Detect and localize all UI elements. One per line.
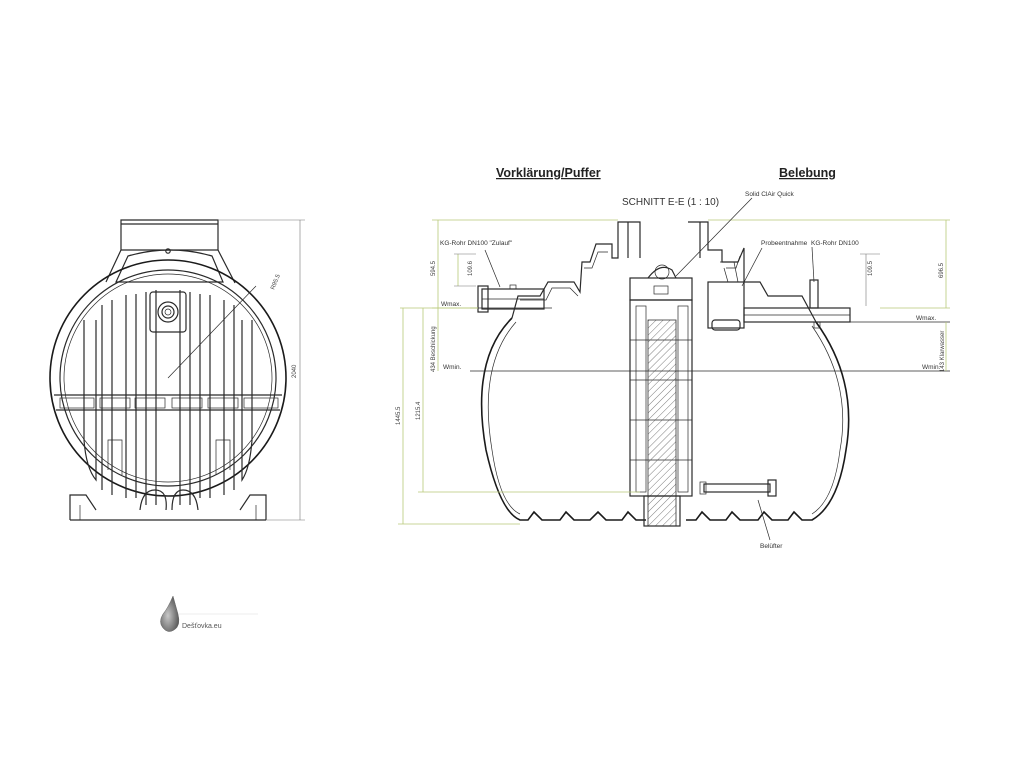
dim-left-small: 109.6 (468, 260, 474, 276)
logo-text: Dešťovka.eu (182, 623, 222, 630)
dim-right-top: 696.5 (939, 262, 945, 278)
section-title: SCHNITT E-E (1 : 10) (622, 197, 719, 208)
label-loading: 434 Beschickung (431, 326, 437, 372)
tank-outer-ring (49, 259, 287, 497)
tank-hull (480, 317, 850, 521)
label-inlet-pipe: KG-Rohr DN100 "Zulauf" (440, 240, 513, 247)
front-radius-label: R95.5 (270, 273, 282, 291)
label-aerator: Belüfter (760, 543, 783, 550)
label-sampling: Probeentnahme (761, 240, 808, 247)
front-view (49, 219, 305, 521)
label-wmax-right: Wmax. (916, 315, 936, 322)
label-outlet-pipe: KG-Rohr DN100 (811, 240, 859, 247)
label-solid-clair: Solid ClAir Quick (745, 191, 795, 198)
dim-left-top: 594.5 (431, 260, 437, 276)
label-wmin-right: Wmin. (922, 364, 941, 371)
label-clear-water: 143 Klarwasser (940, 331, 946, 372)
heading-aeration: Belebung (779, 166, 836, 180)
heading-pretreatment: Vorklärung/Puffer (496, 166, 601, 180)
water-drop-icon (160, 595, 180, 632)
label-wmax-left: Wmax. (441, 301, 461, 308)
logo: Dešťovka.eu (160, 595, 258, 632)
dim-left-mid: 1215.4 (416, 401, 422, 420)
section-view (398, 197, 950, 541)
dim-right-small: 109.5 (868, 260, 874, 276)
front-width-label: 2040 (292, 364, 298, 378)
label-wmin-left: Wmin. (443, 364, 462, 371)
dim-left-total: 1445.5 (396, 406, 402, 425)
